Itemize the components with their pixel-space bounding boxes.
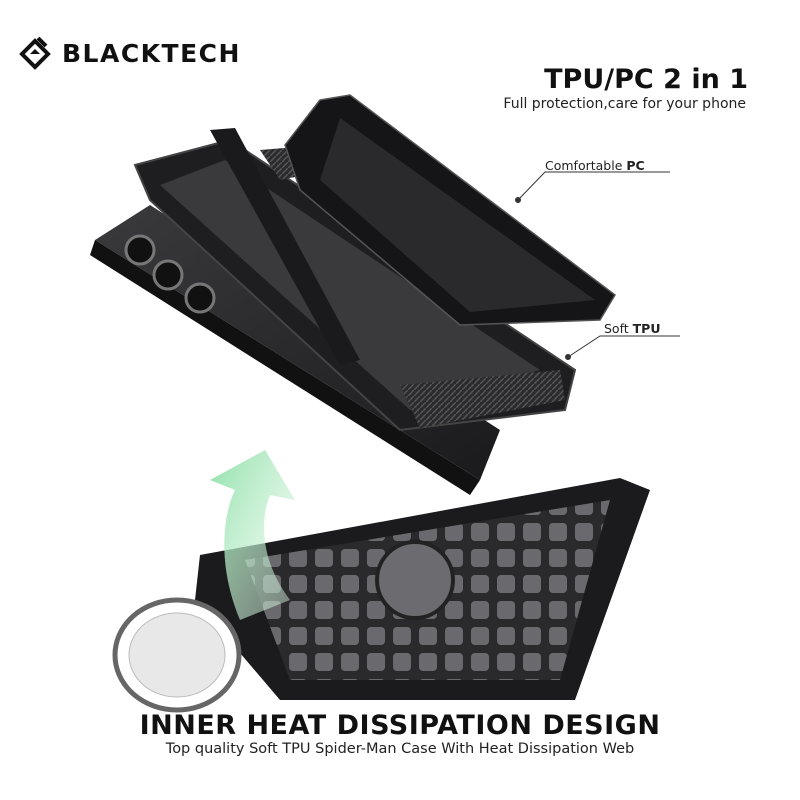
camera-lens [152, 259, 184, 291]
brand-logo: BLACKTECH [18, 36, 241, 70]
callout-tpu: Soft TPU [604, 321, 660, 336]
footer-subtitle: Top quality Soft TPU Spider-Man Case Wit… [165, 741, 635, 757]
inner-case-web [195, 478, 650, 700]
tpu-frame [133, 138, 577, 432]
callout-pc-bold: PC [626, 158, 645, 173]
header-subtitle: Full protection,care for your phone [503, 96, 746, 112]
pc-shell [210, 94, 616, 365]
brand-name: BLACKTECH [62, 38, 241, 68]
callout-line-tpu [567, 335, 680, 358]
magnetic-ring [112, 597, 242, 713]
footer-title: INNER HEAT DISSIPATION DESIGN [139, 710, 661, 741]
diamond-hand-logo-icon [19, 36, 51, 70]
header-title: TPU/PC 2 in 1 [544, 64, 748, 95]
callout-pc: Comfortable PC [545, 158, 645, 173]
callout-tpu-bold: TPU [632, 321, 661, 336]
rotate-arrow-icon [210, 450, 295, 620]
camera-lens [184, 282, 216, 314]
callout-tpu-prefix: Soft [604, 321, 633, 336]
callout-line-pc [517, 171, 670, 201]
camera-lens [124, 234, 156, 266]
callout-pc-prefix: Comfortable [545, 158, 627, 173]
